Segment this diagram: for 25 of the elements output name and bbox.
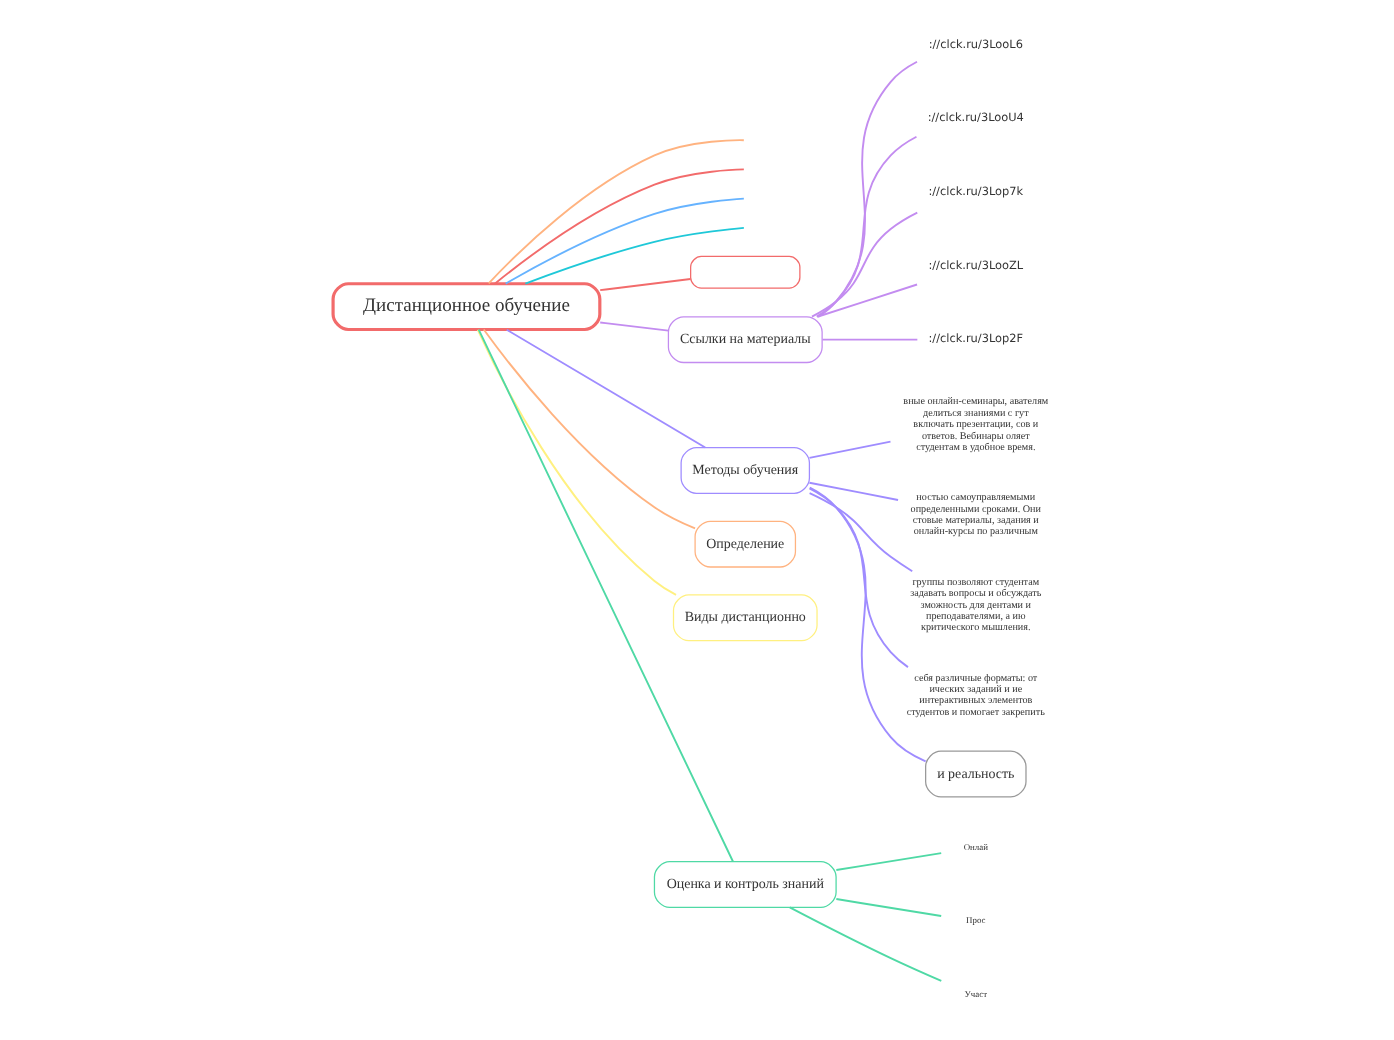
connector — [788, 906, 943, 982]
connector — [487, 139, 745, 285]
connector — [477, 328, 734, 863]
connector — [504, 197, 745, 285]
connector — [808, 486, 927, 763]
connector — [808, 481, 899, 501]
connector — [810, 211, 919, 318]
node-box — [690, 255, 801, 289]
node-box: Дистанционное обучение — [331, 282, 602, 332]
connector — [505, 328, 707, 449]
connector — [816, 283, 918, 318]
connector — [476, 328, 677, 596]
connector — [524, 226, 745, 285]
connector — [808, 487, 909, 669]
connector — [835, 852, 943, 871]
connector — [817, 60, 918, 318]
connector — [821, 338, 919, 341]
connector — [493, 168, 745, 285]
connector — [808, 440, 892, 459]
connector — [808, 492, 914, 573]
connector — [599, 321, 670, 332]
connector — [599, 278, 692, 292]
connector — [835, 898, 943, 917]
connector — [815, 135, 918, 318]
connector — [482, 328, 697, 530]
